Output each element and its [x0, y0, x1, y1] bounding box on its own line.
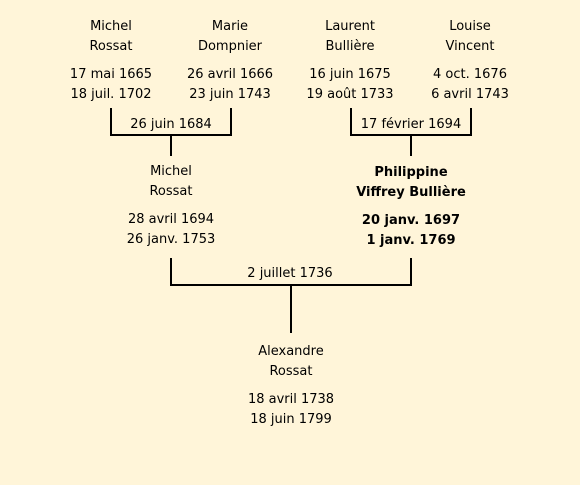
person-last-name: Vincent	[445, 39, 495, 54]
connector-line	[170, 134, 172, 156]
person-last-name: Dompnier	[197, 39, 263, 54]
death-date: 23 juin 1743	[189, 87, 271, 102]
person-last-name: Rossat	[269, 364, 313, 379]
person-michel-rossat-jr[interactable]: Michel Rossat 28 avril 1694 26 janv. 175…	[101, 162, 241, 250]
birth-date: 16 juin 1675	[309, 67, 391, 82]
connector-line	[410, 134, 412, 156]
person-first-name: Alexandre	[258, 344, 324, 359]
person-first-name: Philippine	[374, 165, 448, 180]
person-first-name: Laurent	[325, 19, 375, 34]
marriage-date-michel-philippine: 2 juillet 1736	[240, 266, 340, 282]
person-laurent-bulliere[interactable]: Laurent Bullière 16 juin 1675 19 août 17…	[280, 17, 420, 105]
person-philippine-viffrey-bulliere[interactable]: Philippine Viffrey Bullière 20 janv. 169…	[341, 163, 481, 251]
connector-line	[110, 108, 112, 135]
marriage-date-laurent-louise: 17 février 1694	[356, 117, 466, 133]
birth-date: 26 avril 1666	[186, 67, 274, 82]
death-date: 19 août 1733	[306, 87, 394, 102]
person-last-name: Viffrey Bullière	[356, 185, 466, 200]
person-first-name: Louise	[449, 19, 491, 34]
death-date: 18 juil. 1702	[70, 87, 152, 102]
person-last-name: Rossat	[89, 39, 133, 54]
connector-line	[170, 258, 172, 286]
person-alexandre-rossat[interactable]: Alexandre Rossat 18 avril 1738 18 juin 1…	[221, 342, 361, 430]
person-last-name: Bullière	[325, 39, 375, 54]
connector-line	[230, 108, 232, 135]
birth-date: 20 janv. 1697	[361, 213, 461, 228]
person-michel-rossat-sr[interactable]: Michel Rossat 17 mai 1665 18 juil. 1702	[41, 17, 181, 105]
person-first-name: Marie	[211, 19, 249, 34]
person-louise-vincent[interactable]: Louise Vincent 4 oct. 1676 6 avril 1743	[400, 17, 540, 105]
death-date: 6 avril 1743	[431, 87, 509, 102]
connector-line	[350, 108, 352, 135]
marriage-date-michel-marie: 26 juin 1684	[121, 117, 221, 133]
death-date: 26 janv. 1753	[126, 232, 216, 247]
death-date: 1 janv. 1769	[366, 233, 456, 248]
birth-date: 18 avril 1738	[247, 392, 335, 407]
connector-line	[470, 108, 472, 135]
connector-line	[290, 284, 292, 333]
connector-line	[410, 258, 412, 286]
person-first-name: Michel	[90, 19, 132, 34]
person-first-name: Michel	[150, 164, 192, 179]
birth-date: 17 mai 1665	[69, 67, 153, 82]
death-date: 18 juin 1799	[250, 412, 332, 427]
person-marie-dompnier[interactable]: Marie Dompnier 26 avril 1666 23 juin 174…	[160, 17, 300, 105]
birth-date: 28 avril 1694	[127, 212, 215, 227]
person-last-name: Rossat	[149, 184, 193, 199]
birth-date: 4 oct. 1676	[433, 67, 507, 82]
